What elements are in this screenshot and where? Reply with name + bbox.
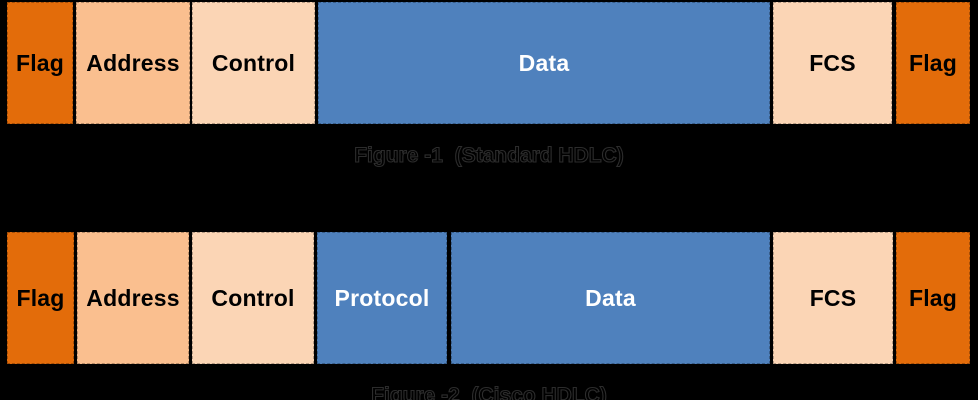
frame-field-control: Control xyxy=(192,232,314,364)
figure-2-caption: Figure -2 (Cisco HDLC) xyxy=(371,383,608,400)
frame-field-control: Control xyxy=(192,2,315,124)
frame-field-flag: Flag xyxy=(896,2,970,124)
frame-field-fcs: FCS xyxy=(773,2,892,124)
figure-1-caption: Figure -1 (Standard HDLC) xyxy=(354,143,625,167)
frame-field-data: Data xyxy=(451,232,770,364)
frame-field-protocol: Protocol xyxy=(317,232,447,364)
frame-field-flag: Flag xyxy=(7,2,73,124)
frame-field-data: Data xyxy=(318,2,770,124)
frame-field-address: Address xyxy=(77,232,189,364)
frame-field-flag: Flag xyxy=(7,232,74,364)
frame-field-address: Address xyxy=(76,2,190,124)
frame-field-flag: Flag xyxy=(896,232,970,364)
frame-field-fcs: FCS xyxy=(773,232,893,364)
